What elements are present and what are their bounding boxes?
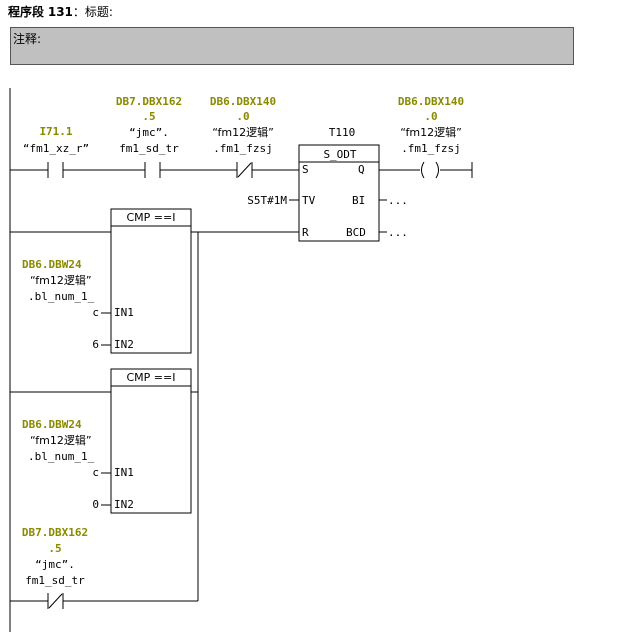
contact1-address: I71.1 bbox=[39, 125, 72, 138]
cmp1-address: DB6.DBW24 bbox=[22, 258, 82, 271]
cmp1-symbol-member: .bl_num_1_ bbox=[28, 290, 95, 303]
compare-block-1[interactable] bbox=[110, 208, 192, 354]
cmp1-in2-value: 6 bbox=[92, 338, 99, 351]
timer-type: S_ODT bbox=[323, 148, 356, 161]
timer-pin-bcd: BCD bbox=[346, 226, 366, 239]
network-number: 131 bbox=[47, 5, 73, 19]
contact2-symbol: “jmc”. bbox=[129, 126, 169, 139]
timer-pin-s: S bbox=[302, 163, 309, 176]
timer-pin-tv: TV bbox=[302, 194, 316, 207]
coil-db6-dbx140-0[interactable] bbox=[421, 161, 439, 179]
cmp1-in2-label: IN2 bbox=[114, 338, 134, 351]
cmp2-address: DB6.DBW24 bbox=[22, 418, 82, 431]
cmp2-in1-value: c bbox=[92, 466, 99, 479]
timer-tv-value: S5T#1M bbox=[247, 194, 287, 207]
coil-address-bit: .0 bbox=[424, 110, 437, 123]
cmp1-title: CMP ==I bbox=[127, 211, 176, 224]
timer-block-t110[interactable] bbox=[298, 144, 380, 242]
timer-bi-output: ... bbox=[388, 194, 408, 207]
cmp1-in1-value: c bbox=[92, 306, 99, 319]
contact4-symbol-member: fm1_sd_tr bbox=[25, 574, 85, 587]
coil-symbol: “fm12逻辑” bbox=[400, 125, 462, 139]
coil-address: DB6.DBX140 bbox=[398, 95, 464, 108]
contact3-address: DB6.DBX140 bbox=[210, 95, 276, 108]
cmp2-symbol: “fm12逻辑” bbox=[30, 433, 92, 447]
cmp2-symbol-member: .bl_num_1_ bbox=[28, 450, 95, 463]
contact-db7-dbx162-5[interactable] bbox=[144, 162, 161, 178]
contact-i71-1[interactable] bbox=[47, 162, 64, 178]
cmp2-in2-value: 0 bbox=[92, 498, 99, 511]
contact2-address: DB7.DBX162 bbox=[116, 95, 182, 108]
contact4-address: DB7.DBX162 bbox=[22, 526, 88, 539]
timer-pin-bi: BI bbox=[352, 194, 365, 207]
network-title-label: ：标题: bbox=[72, 5, 113, 19]
compare-block-2[interactable] bbox=[110, 368, 192, 514]
comment-box[interactable]: 注释: bbox=[10, 27, 574, 65]
cmp1-in1-label: IN1 bbox=[114, 306, 134, 319]
contact1-symbol: “fm1_xz_r” bbox=[23, 142, 89, 155]
network-label: 程序段 bbox=[8, 5, 45, 19]
cmp1-symbol: “fm12逻辑” bbox=[30, 273, 92, 287]
coil-symbol-member: .fm1_fzsj bbox=[401, 142, 461, 155]
contact-db7-dbx162-5-nc[interactable] bbox=[47, 593, 64, 609]
cmp2-in2-label: IN2 bbox=[114, 498, 134, 511]
cmp2-title: CMP ==I bbox=[127, 371, 176, 384]
contact4-address-bit: .5 bbox=[48, 542, 61, 555]
contact3-symbol: “fm12逻辑” bbox=[212, 125, 274, 139]
timer-name: T110 bbox=[329, 126, 356, 139]
contact3-address-bit: .0 bbox=[236, 110, 249, 123]
contact3-symbol-member: .fm1_fzsj bbox=[213, 142, 273, 155]
timer-pin-r: R bbox=[302, 226, 309, 239]
contact4-symbol: “jmc”. bbox=[35, 558, 75, 571]
contact2-symbol-member: fm1_sd_tr bbox=[119, 142, 179, 155]
timer-pin-q: Q bbox=[358, 163, 365, 176]
contact2-address-bit: .5 bbox=[142, 110, 155, 123]
contact-db6-dbx140-0[interactable] bbox=[236, 162, 253, 178]
network-title: 程序段 131：标题: bbox=[8, 3, 113, 20]
comment-label: 注释: bbox=[13, 32, 42, 46]
timer-bcd-output: ... bbox=[388, 226, 408, 239]
cmp2-in1-label: IN1 bbox=[114, 466, 134, 479]
